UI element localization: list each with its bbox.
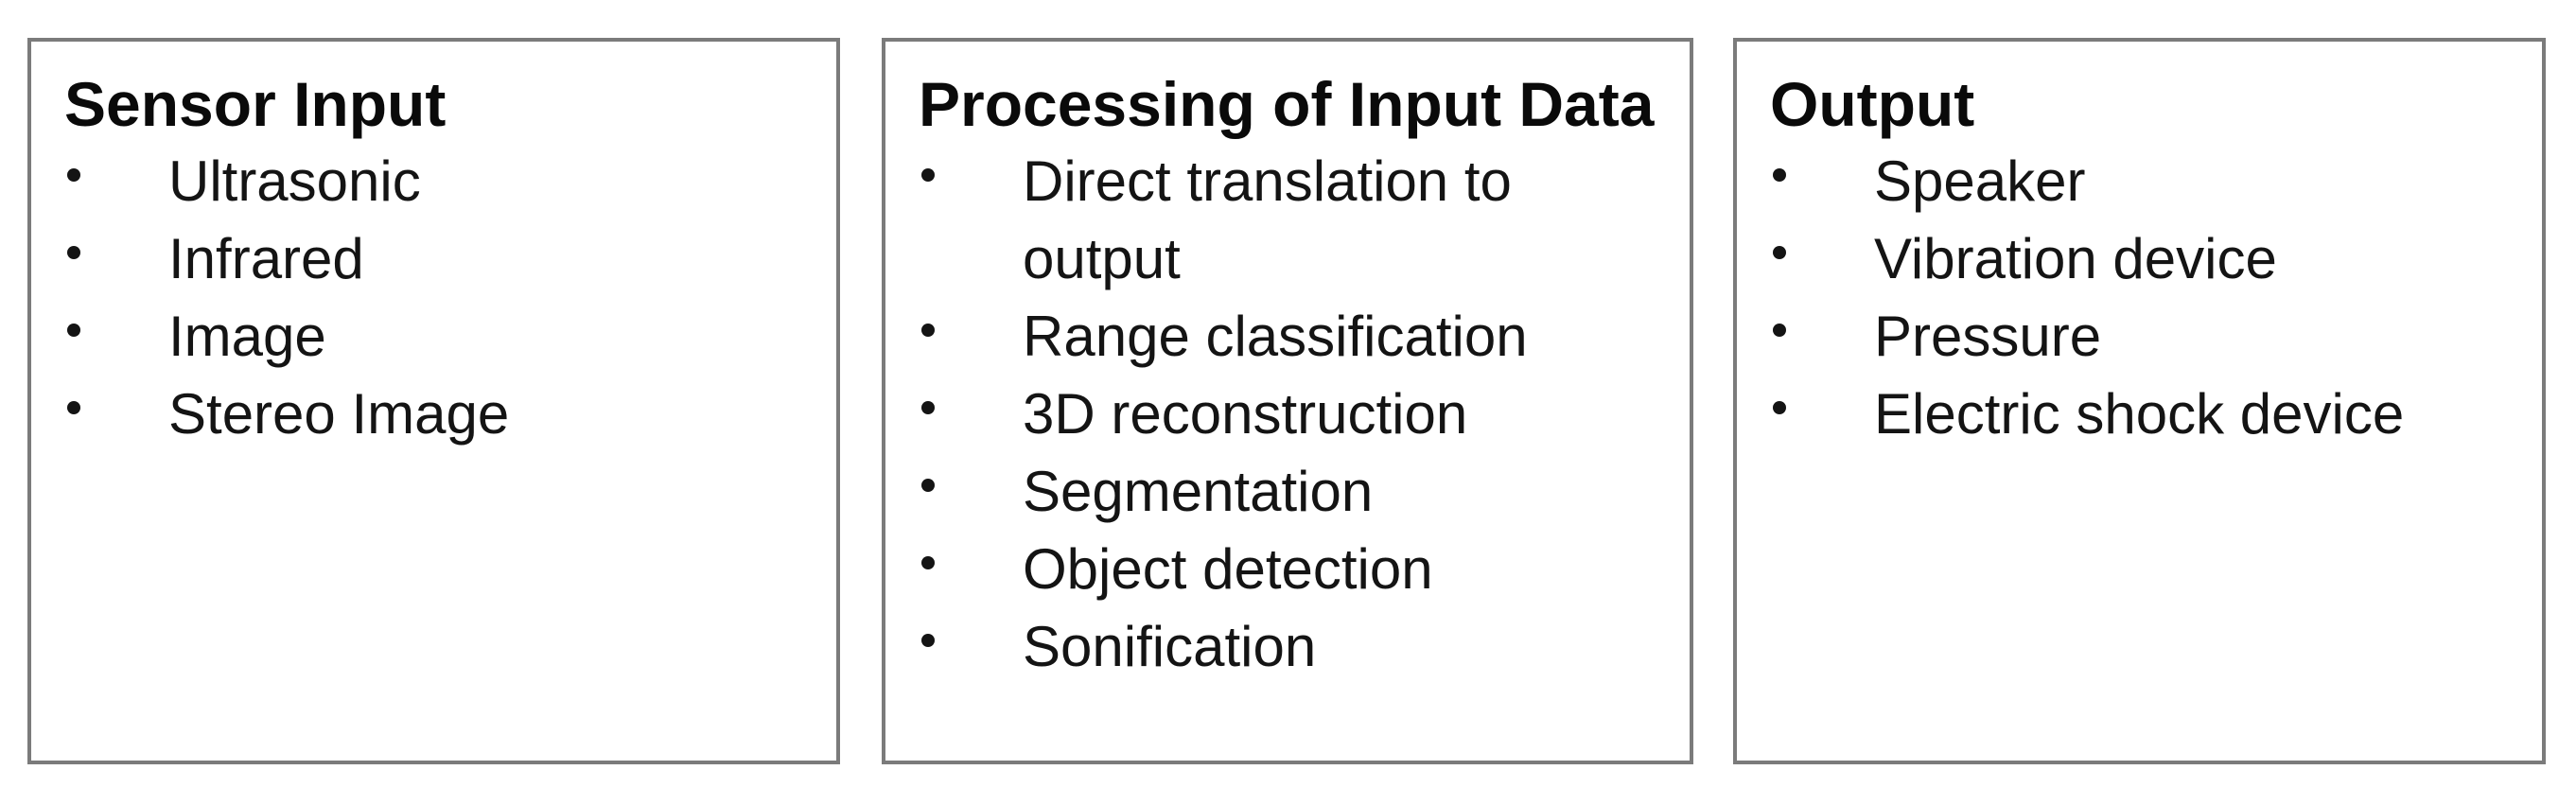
- bullet-icon: [1773, 168, 1786, 182]
- bullet-icon: [921, 556, 935, 569]
- bullet-icon: [921, 168, 935, 182]
- list-item-label: Segmentation: [1023, 460, 1374, 523]
- list-item-label: Range classification: [1023, 305, 1528, 368]
- panel-title-processing: Processing of Input Data: [919, 69, 1655, 139]
- list-item: Pressure: [1770, 298, 2519, 376]
- list-item: Infrared: [64, 220, 814, 298]
- list-item-label: Pressure: [1874, 305, 2102, 368]
- list-item: Speaker: [1770, 143, 2519, 220]
- panel-title-sensor-input: Sensor Input: [64, 69, 447, 139]
- list-item: Ultrasonic: [64, 143, 814, 220]
- panel-sensor-input: Sensor Input Ultrasonic Infrared Image S…: [27, 38, 840, 764]
- panel-output: Output Speaker Vibration device Pressure…: [1733, 38, 2546, 764]
- bullet-icon: [1773, 324, 1786, 337]
- list-item: Image: [64, 298, 814, 376]
- bullet-icon: [1773, 246, 1786, 259]
- output-list: Speaker Vibration device Pressure Electr…: [1770, 143, 2519, 453]
- list-item: 3D reconstruction: [919, 376, 1667, 453]
- list-item: Sonification: [919, 608, 1667, 686]
- list-item-label: Vibration device: [1874, 227, 2277, 290]
- list-item: Electric shock device: [1770, 376, 2519, 453]
- list-item: Direct translation to output: [919, 143, 1667, 298]
- list-item-label: Electric shock device: [1874, 382, 2405, 446]
- list-item: Range classification: [919, 298, 1667, 376]
- list-item-label: Ultrasonic: [168, 149, 421, 213]
- processing-list: Direct translation to output Range class…: [919, 143, 1667, 686]
- list-item: Stereo Image: [64, 376, 814, 453]
- list-item-label: Stereo Image: [168, 382, 510, 446]
- list-item: Vibration device: [1770, 220, 2519, 298]
- list-item-label: Infrared: [168, 227, 364, 290]
- bullet-icon: [67, 401, 80, 414]
- list-item-label: Sonification: [1023, 615, 1317, 678]
- bullet-icon: [921, 401, 935, 414]
- bullet-icon: [921, 324, 935, 337]
- panel-title-output: Output: [1770, 69, 1975, 139]
- panel-processing: Processing of Input Data Direct translat…: [882, 38, 1693, 764]
- bullet-icon: [67, 324, 80, 337]
- list-item-label: 3D reconstruction: [1023, 382, 1468, 446]
- list-item-label: Speaker: [1874, 149, 2086, 213]
- bullet-icon: [921, 634, 935, 647]
- list-item-label: Image: [168, 305, 326, 368]
- bullet-icon: [67, 168, 80, 182]
- list-item-label: Direct translation to output: [1023, 149, 1512, 290]
- sensor-input-list: Ultrasonic Infrared Image Stereo Image: [64, 143, 814, 453]
- bullet-icon: [921, 479, 935, 492]
- list-item-label: Object detection: [1023, 537, 1433, 601]
- list-item: Segmentation: [919, 453, 1667, 531]
- list-item: Object detection: [919, 531, 1667, 608]
- bullet-icon: [1773, 401, 1786, 414]
- bullet-icon: [67, 246, 80, 259]
